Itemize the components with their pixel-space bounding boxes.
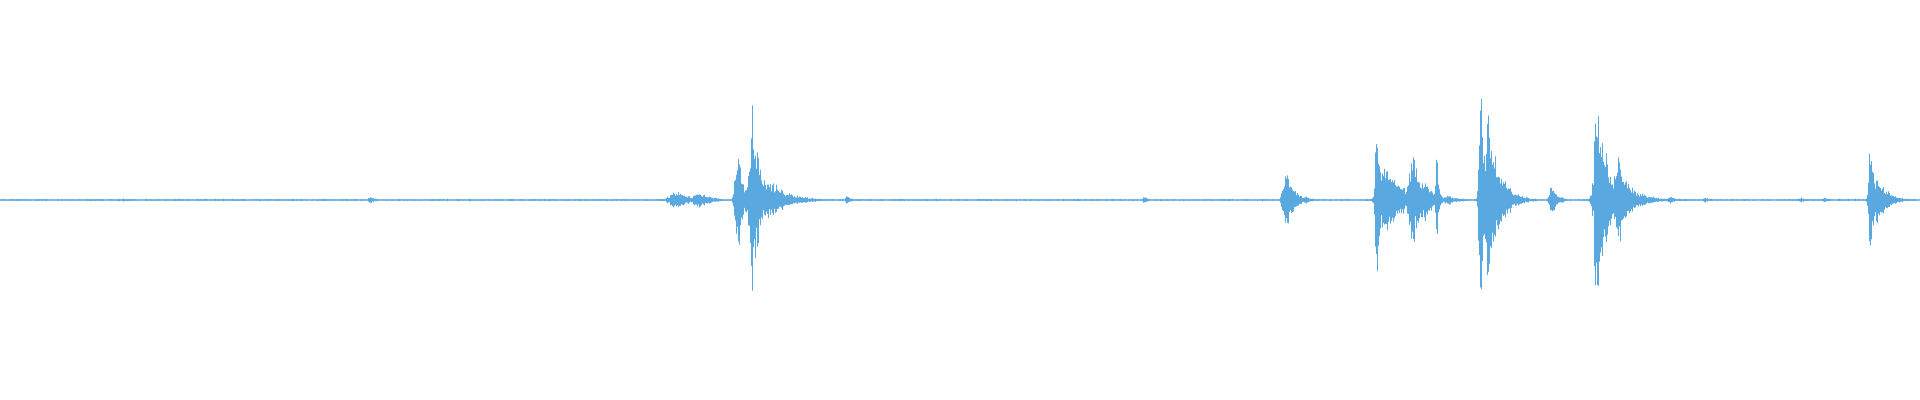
waveform-samples <box>0 98 1917 291</box>
